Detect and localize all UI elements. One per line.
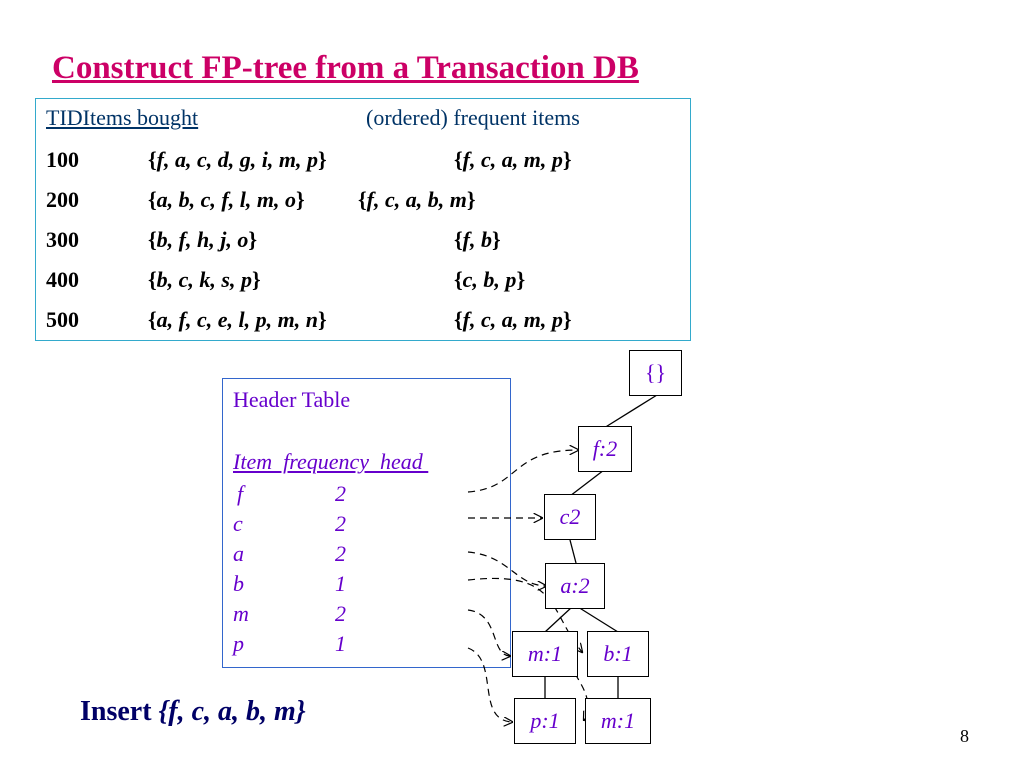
header-frequency: 1	[335, 571, 346, 596]
header-table-columns: Item frequency head	[233, 449, 429, 474]
items-bought: b, f, h, j, o	[148, 227, 257, 253]
ordered-frequent-items: f, c, a, m, p	[454, 147, 572, 173]
edge-a-b	[577, 606, 619, 633]
header-frequent-items: (ordered) frequent items	[366, 105, 580, 130]
tree-node-a: a:2	[545, 563, 605, 609]
edge-root-f	[603, 394, 658, 429]
items-bought: a, f, c, e, l, p, m, n	[148, 307, 327, 333]
transaction-table: TIDItems bought (ordered) frequent items…	[35, 98, 691, 341]
tree-node-b: b:1	[587, 631, 649, 677]
header-item: f	[237, 481, 244, 506]
tree-node-m-under-b: m:1	[585, 698, 651, 744]
edge-f-c	[569, 469, 605, 497]
tree-node-m: m:1	[512, 631, 578, 677]
header-frequency: 2	[335, 481, 346, 506]
transaction-table-header: TIDItems bought (ordered) frequent items	[46, 105, 580, 131]
header-frequency: 2	[335, 601, 346, 626]
header-tid-items: TIDItems bought	[46, 105, 199, 130]
header-table-title: Header Table	[233, 387, 351, 412]
items-bought: f, a, c, d, g, i, m, p	[148, 147, 327, 173]
link-f	[467, 450, 578, 493]
ordered-frequent-items: c, b, p	[454, 267, 525, 293]
edge-a-m	[544, 606, 573, 633]
slide-title: Construct FP-tree from a Transaction DB	[52, 50, 639, 86]
tid: 200	[46, 187, 79, 212]
tid: 500	[46, 307, 79, 332]
link-m	[467, 609, 510, 656]
header-item: a	[233, 541, 244, 566]
tid: 400	[46, 267, 79, 292]
tree-node-p: p:1	[514, 698, 576, 744]
link-a	[467, 551, 546, 586]
page-number: 8	[960, 726, 969, 746]
insert-label: Insert	[80, 696, 159, 727]
header-frequency: 2	[335, 541, 346, 566]
items-bought: a, b, c, f, l, m, o	[148, 187, 305, 213]
header-table: Header Table Item frequency head f 2 c 2…	[222, 378, 511, 668]
ordered-frequent-items: f, c, a, m, p	[454, 307, 572, 333]
link-b	[467, 578, 582, 652]
insert-set: {f, c, a, b, m}	[158, 696, 306, 727]
tree-root-node: {}	[629, 350, 682, 396]
items-bought: b, c, k, s, p	[148, 267, 261, 293]
header-frequency: 1	[335, 631, 346, 656]
link-p	[467, 647, 512, 722]
ordered-frequent-items: f, b	[454, 227, 501, 253]
ordered-frequent-items: f, c, a, b, m	[358, 187, 476, 213]
header-item: c	[233, 511, 243, 536]
header-frequency: 2	[335, 511, 346, 536]
tid: 300	[46, 227, 79, 252]
tree-node-f: f:2	[578, 426, 632, 472]
tree-node-c: c2	[544, 494, 596, 540]
edge-c-a	[569, 539, 577, 564]
header-item: b	[233, 571, 244, 596]
header-item: p	[233, 631, 244, 656]
header-item: m	[233, 601, 249, 626]
insert-caption: Insert {f, c, a, b, m}	[80, 696, 306, 728]
tid: 100	[46, 147, 79, 172]
